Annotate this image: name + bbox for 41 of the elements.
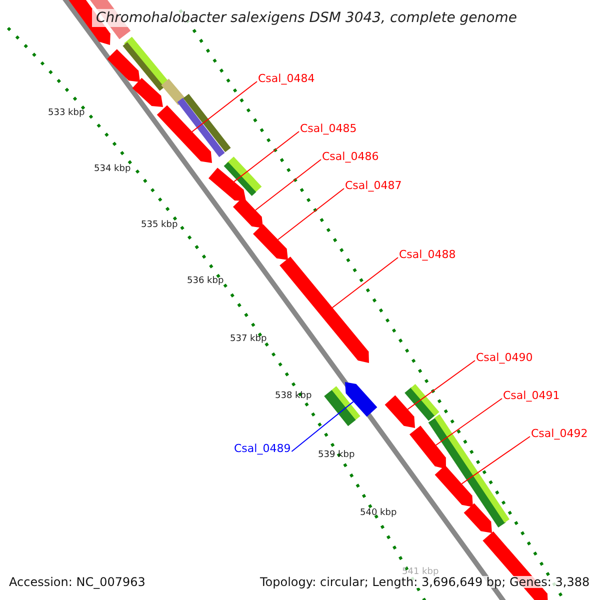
tick-label: 539 kbp <box>318 451 355 460</box>
gene-feature <box>384 395 415 428</box>
leader-line <box>278 188 344 240</box>
gene-feature <box>107 49 140 82</box>
gene-label: Csal_0491 <box>503 390 560 401</box>
gene-label: Csal_0489 <box>234 443 291 454</box>
leader-line <box>332 257 398 308</box>
gene-label: Csal_0488 <box>399 249 456 260</box>
leader-line <box>461 436 530 484</box>
leader-line <box>234 131 300 182</box>
leader-line <box>192 81 258 132</box>
tick-label: 535 kbp <box>141 221 178 230</box>
leader-line <box>255 159 322 211</box>
gene-feature <box>434 465 473 507</box>
gene-feature <box>233 197 263 228</box>
tick-label: 537 kbp <box>230 335 267 344</box>
tick-label: 538 kbp <box>275 392 312 401</box>
gene-feature <box>208 168 246 201</box>
gene-label: Csal_0484 <box>258 73 315 84</box>
leader-line <box>407 360 476 410</box>
leader-line <box>436 398 502 446</box>
gene-feature <box>253 224 288 260</box>
gene-label: Csal_0487 <box>345 180 402 191</box>
gene-feature <box>280 256 369 363</box>
gene-label: Csal_0486 <box>322 151 379 162</box>
tick-label: 541 kbp <box>402 568 439 577</box>
gene-feature <box>410 426 446 469</box>
gene-feature <box>345 382 378 417</box>
tick-label: 534 kbp <box>94 165 131 174</box>
accession-text: Accession: NC_007963 <box>9 576 146 588</box>
gene-feature <box>132 78 163 107</box>
tick-label: 533 kbp <box>48 109 85 118</box>
gene-label: Csal_0492 <box>531 428 588 439</box>
genome-summary: Topology: circular; Length: 3,696,649 bp; Genes: 3,388 <box>260 576 590 588</box>
tick-label: 540 kbp <box>360 509 397 518</box>
gene-label: Csal_0485 <box>300 123 357 134</box>
tick-label: 536 kbp <box>187 277 224 286</box>
gene-feature <box>464 503 492 533</box>
gene-feature <box>156 105 212 163</box>
gene-label: Csal_0490 <box>476 352 533 363</box>
leader-line <box>291 401 354 452</box>
